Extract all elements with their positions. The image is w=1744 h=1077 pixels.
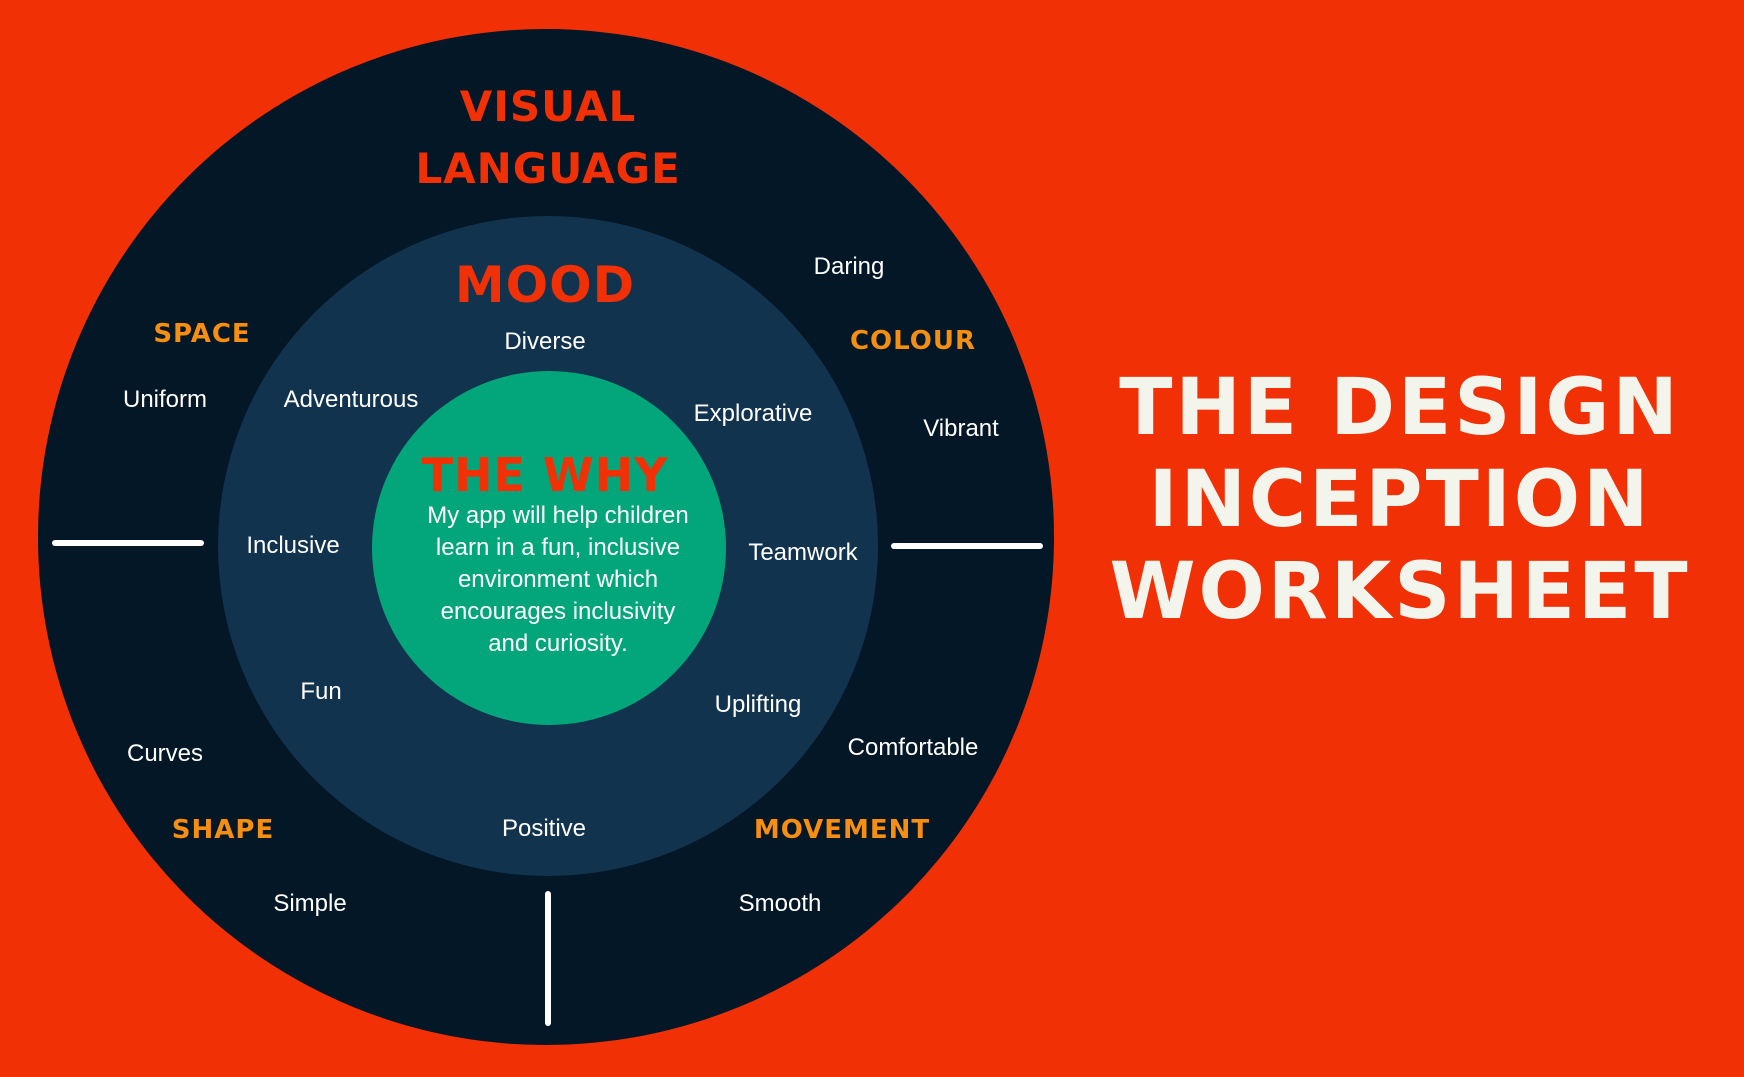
visual-language-heading-line-1: VISUAL	[459, 82, 637, 131]
word-vibrant: Vibrant	[923, 415, 999, 442]
category-colour: COLOUR	[849, 326, 977, 356]
page-title-line-3: WORKSHEET	[1109, 547, 1691, 637]
page-title-line-1: THE DESIGN	[1119, 363, 1681, 453]
visual-language-heading: VISUAL LANGUAGE	[415, 76, 680, 200]
word-fun: Fun	[300, 678, 342, 705]
word-diverse: Diverse	[504, 328, 586, 355]
word-explorative: Explorative	[693, 400, 813, 427]
divider-bottom	[545, 891, 551, 1026]
word-smooth: Smooth	[738, 890, 822, 917]
word-positive: Positive	[501, 815, 587, 842]
word-adventurous: Adventurous	[283, 386, 419, 413]
category-movement: MOVEMENT	[753, 815, 931, 845]
word-teamwork: Teamwork	[748, 539, 858, 566]
word-curves: Curves	[126, 740, 204, 767]
mood-heading: MOOD	[454, 256, 636, 314]
page-title: THE DESIGN INCEPTION WORKSHEET	[1109, 362, 1690, 638]
the-why-statement: My app will help children learn in a fun…	[427, 502, 689, 657]
divider-left	[52, 540, 204, 546]
word-comfortable: Comfortable	[847, 734, 979, 761]
page-title-line-2: INCEPTION	[1148, 455, 1652, 545]
visual-language-heading-line-2: LANGUAGE	[415, 144, 681, 193]
word-daring: Daring	[813, 253, 885, 280]
center-circle-the-why	[372, 371, 726, 725]
category-shape: SHAPE	[171, 815, 275, 845]
word-simple: Simple	[273, 890, 347, 917]
word-uniform: Uniform	[122, 386, 208, 413]
word-inclusive: Inclusive	[246, 532, 340, 559]
the-why-heading: THE WHY	[421, 448, 669, 502]
category-space: SPACE	[153, 319, 251, 349]
divider-right	[891, 543, 1043, 549]
word-uplifting: Uplifting	[714, 691, 802, 718]
